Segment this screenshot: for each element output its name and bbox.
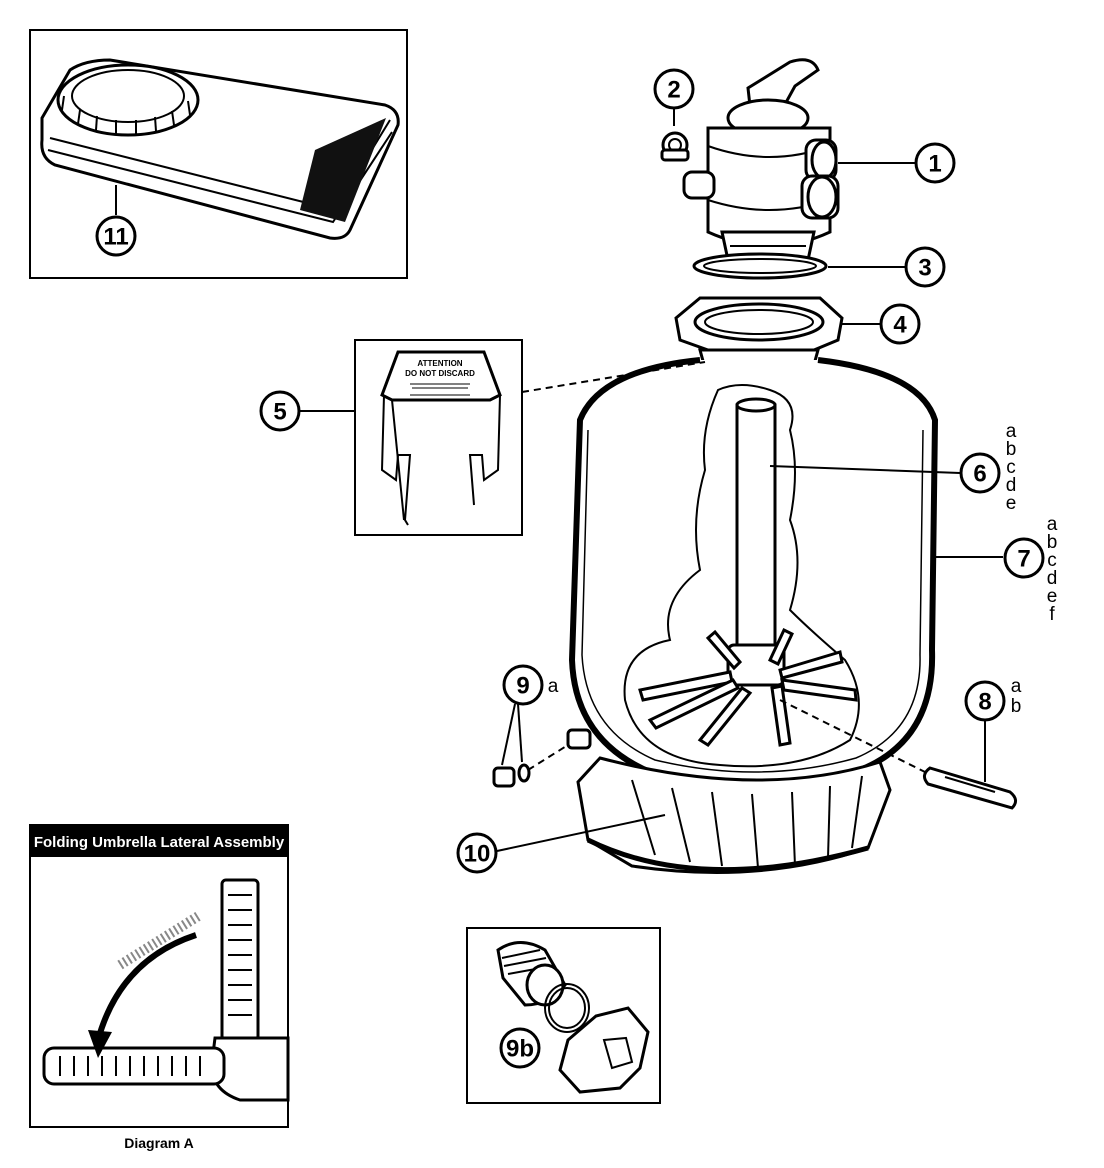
inset-part-5: ATTENTION DO NOT DISCARD 5	[259, 339, 706, 536]
callout-7	[1003, 537, 1045, 579]
inset-umbrella-header: Folding Umbrella Lateral Assembly	[34, 834, 285, 851]
variant-7-e: e	[1047, 586, 1058, 607]
variants-6: a b c d e	[1006, 421, 1017, 514]
variant-6-e: e	[1006, 493, 1017, 514]
callout-6-label: 6	[973, 461, 986, 488]
inset-part-9b: 9b	[466, 927, 661, 1104]
callout-11	[95, 215, 137, 257]
callout-4-label: 4	[893, 312, 907, 339]
callout-9b	[499, 1027, 541, 1069]
callout-10	[456, 832, 498, 874]
drain-plug: 9 a	[492, 664, 592, 788]
callout-8	[964, 680, 1006, 722]
variant-7-a: a	[1047, 514, 1058, 535]
variant-8-b: b	[1011, 696, 1022, 717]
callout-2	[653, 68, 695, 110]
callout-7-label: 7	[1017, 546, 1030, 573]
variant-6-b: b	[1006, 439, 1017, 460]
callout-5	[259, 390, 301, 432]
inset-umbrella-header-bar	[30, 825, 288, 857]
sign-title-2: DO NOT DISCARD	[405, 369, 475, 378]
callout-2-label: 2	[667, 77, 680, 104]
lateral-assembly-callout: 6 a b c d e	[769, 421, 1017, 514]
variant-8-a: a	[1011, 676, 1022, 697]
variant-7-c: c	[1047, 550, 1057, 571]
inset-part-11: 11	[29, 29, 408, 279]
pressure-gauge: 2	[653, 68, 695, 162]
callout-4	[879, 303, 921, 345]
drain-cap-illustration	[496, 941, 650, 1094]
callout-9	[502, 664, 544, 706]
variants-8: a b	[1011, 676, 1022, 717]
callout-9-label: 9	[516, 673, 529, 700]
callout-3	[904, 246, 946, 288]
top-cover-illustration	[40, 58, 400, 240]
tank-collar: 4	[674, 296, 921, 352]
lateral: 8 a b	[779, 676, 1022, 810]
callout-8-label: 8	[978, 689, 991, 716]
callout-9b-label: 9b	[506, 1036, 534, 1063]
variant-9-a: a	[548, 676, 559, 697]
callout-6	[959, 452, 1001, 494]
variant-7-d: d	[1047, 568, 1058, 589]
multiport-valve: 1	[682, 58, 956, 268]
attention-card: ATTENTION DO NOT DISCARD	[380, 350, 502, 526]
variant-6-d: d	[1006, 475, 1017, 496]
callout-3-label: 3	[918, 255, 931, 282]
callout-1	[914, 142, 956, 184]
callout-1-label: 1	[928, 151, 941, 178]
sign-title-1: ATTENTION	[417, 359, 462, 368]
diagram-a-caption: Diagram A	[124, 1135, 194, 1151]
variant-6-a: a	[1006, 421, 1017, 442]
valve-o-ring: 3	[692, 246, 946, 288]
callout-10-label: 10	[464, 841, 491, 868]
variant-7-b: b	[1047, 532, 1058, 553]
umbrella-lateral-illustration	[42, 878, 290, 1102]
variant-6-c: c	[1006, 457, 1016, 478]
variant-7-f: f	[1049, 604, 1055, 625]
variants-7: a b c d e f	[1047, 514, 1058, 625]
filter-tank: 7 a b c d e f	[568, 348, 1058, 789]
callout-11-label: 11	[103, 224, 128, 251]
filter-base: 10	[456, 756, 892, 874]
callout-5-label: 5	[273, 399, 286, 426]
inset-umbrella-lateral: Folding Umbrella Lateral Assembly	[29, 824, 290, 1151]
